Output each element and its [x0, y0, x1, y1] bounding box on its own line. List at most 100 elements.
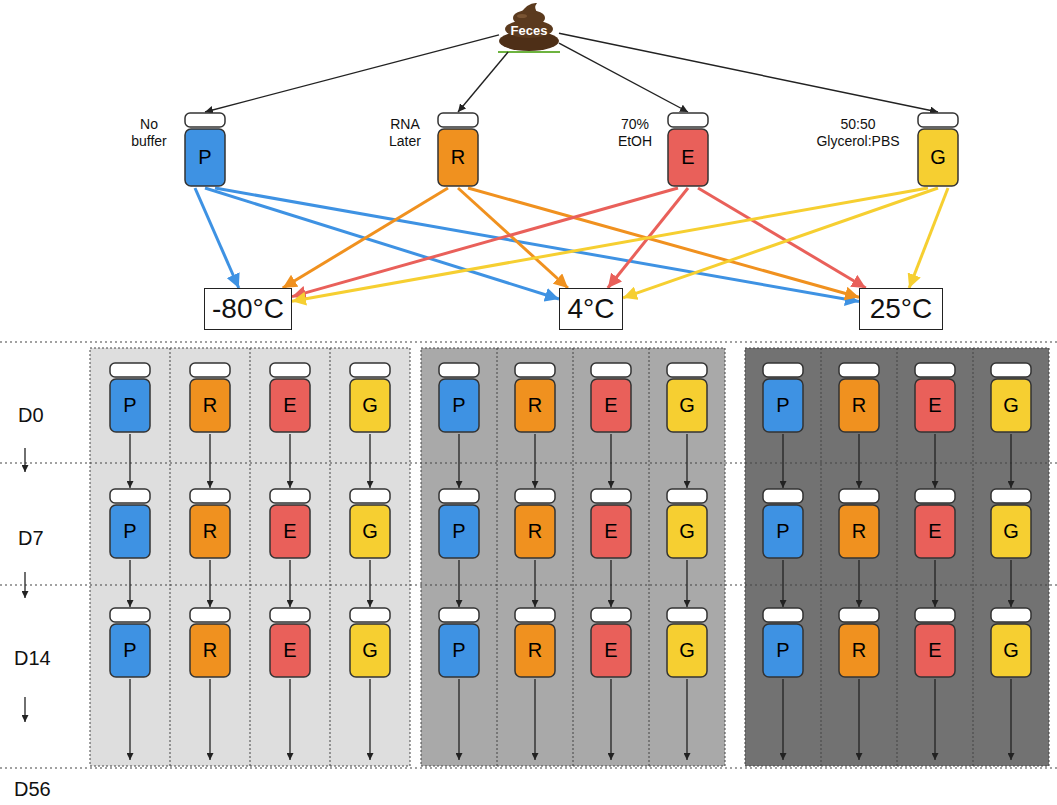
sample-tube: E: [913, 607, 957, 679]
tube-letter: R: [188, 505, 232, 558]
continuation-arrow: [209, 679, 210, 760]
sample-tube: P: [108, 488, 152, 560]
sample-tube: E: [268, 362, 312, 434]
tube-cap: [763, 608, 803, 622]
tube-letter: G: [916, 129, 960, 186]
flow-arrow: [458, 52, 508, 112]
tube-letter: E: [268, 505, 312, 558]
tube-cap: [591, 608, 631, 622]
tube-cap: [667, 489, 707, 503]
tube-letter: G: [989, 624, 1033, 677]
column-divider: [573, 348, 574, 766]
continuation-arrow: [610, 679, 611, 760]
sample-tube: E: [589, 362, 633, 434]
flow-arrow: [1010, 434, 1011, 488]
continuation-arrow: [458, 679, 459, 760]
sample-tube: E: [589, 488, 633, 560]
flow-arrow: [209, 434, 210, 488]
tube-letter: E: [666, 129, 710, 186]
column-divider: [250, 348, 251, 766]
tube-letter: E: [589, 505, 633, 558]
feces-label: Feces: [499, 23, 559, 38]
tube-letter: R: [513, 505, 557, 558]
flow-arrow: [129, 560, 130, 607]
tube-cap: [190, 363, 230, 377]
column-divider: [973, 348, 974, 766]
temperature-panel: [421, 348, 725, 766]
continuation-arrow: [858, 679, 859, 760]
tube-letter: G: [665, 505, 709, 558]
sample-tube: P: [108, 607, 152, 679]
buffer-label: 50:50 Glycerol:PBS: [808, 116, 908, 150]
sample-tube: 70% EtOHE: [666, 112, 710, 188]
tube-letter: E: [913, 379, 957, 432]
tube-cap: [270, 608, 310, 622]
tube-cap: [839, 608, 879, 622]
temperature-box: 25°C: [859, 288, 943, 330]
sample-tube: G: [989, 607, 1033, 679]
tube-cap: [110, 363, 150, 377]
day-label: D7: [18, 527, 44, 550]
sample-tube: G: [348, 607, 392, 679]
tube-letter: P: [761, 379, 805, 432]
column-divider: [821, 348, 822, 766]
flow-arrow: [559, 43, 688, 112]
buffer-label: No buffer: [123, 116, 175, 150]
flow-arrow: [369, 434, 370, 488]
tube-cap: [270, 363, 310, 377]
flow-arrow: [468, 188, 859, 297]
day-label: D56: [14, 778, 51, 801]
flow-arrow: [369, 560, 370, 607]
tube-letter: P: [108, 505, 152, 558]
tube-letter: E: [589, 624, 633, 677]
continuation-arrow: [934, 679, 935, 760]
tube-cap: [839, 489, 879, 503]
temperature-label: 25°C: [870, 293, 933, 325]
tube-cap: [350, 489, 390, 503]
tube-cap: [591, 489, 631, 503]
flow-arrow: [534, 434, 535, 488]
tube-letter: P: [761, 624, 805, 677]
sample-tube: P: [437, 362, 481, 434]
sample-tube: E: [913, 488, 957, 560]
tube-letter: P: [437, 505, 481, 558]
tube-cap: [915, 608, 955, 622]
sample-tube: P: [761, 362, 805, 434]
tube-letter: G: [989, 379, 1033, 432]
sample-tube: E: [268, 607, 312, 679]
tube-cap: [350, 363, 390, 377]
sample-tube: R: [837, 607, 881, 679]
flow-arrow: [858, 560, 859, 607]
tube-letter: G: [348, 624, 392, 677]
flow-arrow: [610, 560, 611, 607]
sample-tube: E: [913, 362, 957, 434]
tube-letter: G: [665, 624, 709, 677]
storage-panels: [90, 348, 1049, 766]
sample-tube: R: [837, 488, 881, 560]
flow-arrow: [934, 560, 935, 607]
tube-cap: [668, 113, 708, 127]
column-divider: [897, 348, 898, 766]
sample-tube: P: [108, 362, 152, 434]
tube-letter: R: [837, 505, 881, 558]
buffer-label: RNA Later: [382, 116, 428, 150]
sample-tube: E: [589, 607, 633, 679]
flow-arrow: [782, 560, 783, 607]
flow-arrow: [782, 434, 783, 488]
tube-cap: [190, 608, 230, 622]
row-dividers: [0, 342, 1057, 768]
flow-arrow: [534, 560, 535, 607]
flow-arrow: [934, 434, 935, 488]
tube-cap: [515, 489, 555, 503]
temperature-box: -80°C: [204, 288, 292, 330]
tube-cap: [991, 489, 1031, 503]
flow-arrow: [686, 434, 687, 488]
time-arrows: [24, 448, 25, 722]
flow-arrow: [1010, 560, 1011, 607]
tube-cap: [667, 608, 707, 622]
flow-arrow: [610, 434, 611, 488]
tube-letter: G: [348, 505, 392, 558]
sample-tube: P: [761, 488, 805, 560]
flow-arrow: [205, 35, 499, 112]
tube-cap: [439, 363, 479, 377]
